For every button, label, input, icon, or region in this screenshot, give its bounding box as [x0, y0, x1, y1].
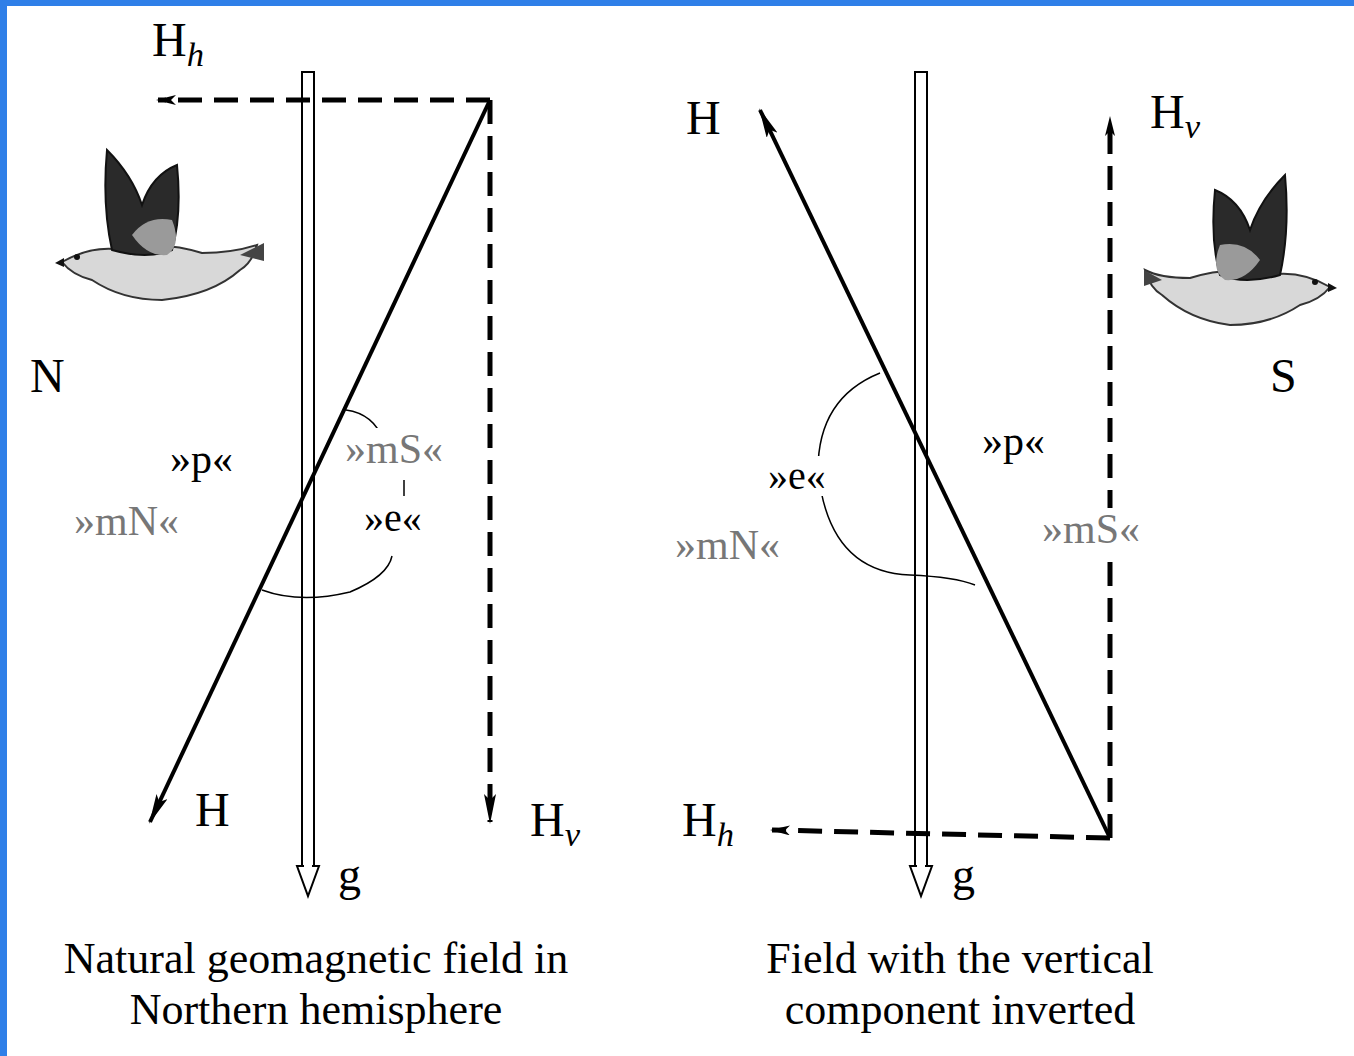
field-vector	[760, 110, 1110, 838]
horizontal-component	[158, 98, 490, 103]
vector-label: g	[950, 852, 977, 898]
vector-label: H	[193, 786, 232, 834]
angle-label: »mS«	[1040, 508, 1142, 550]
vertical-component	[488, 100, 493, 822]
gravity-arrow	[910, 72, 932, 896]
bird-illustration	[55, 150, 264, 300]
direction-label: S	[1268, 352, 1299, 400]
angle-label: »e«	[362, 498, 424, 538]
field-vector	[150, 100, 490, 822]
angle-label: »mS«	[343, 428, 445, 470]
angle-label: »p«	[168, 438, 235, 480]
horizontal-component	[772, 830, 1110, 838]
angle-label: »e«	[766, 456, 828, 496]
angle-label: »mN«	[72, 500, 181, 542]
panel-caption: Natural geomagnetic field in Northern he…	[4, 934, 628, 1035]
angle-label: »mN«	[673, 524, 782, 566]
panel-caption: Field with the vertical component invert…	[670, 934, 1250, 1035]
direction-label: N	[28, 352, 67, 400]
frame-bar	[0, 0, 7, 1056]
frame-bar	[0, 0, 1354, 6]
vector-label: Hv	[528, 796, 582, 844]
vector-label: Hh	[680, 796, 736, 844]
angle-tick	[403, 480, 405, 496]
vector-label: Hh	[150, 16, 206, 64]
bird-illustration	[1144, 175, 1337, 325]
vertical-component	[1108, 118, 1113, 838]
vector-label: H	[684, 94, 723, 142]
vector-label: g	[336, 852, 363, 898]
angle-label: »p«	[980, 420, 1047, 462]
vector-label: Hv	[1148, 88, 1202, 136]
angle-arc	[818, 373, 975, 585]
angle-arc	[262, 556, 392, 598]
